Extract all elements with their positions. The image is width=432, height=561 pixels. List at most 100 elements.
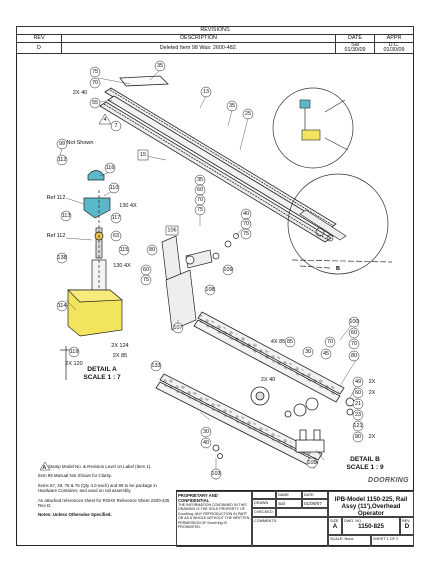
svg-text:40: 40 — [243, 211, 249, 217]
callout-13: 13 — [200, 86, 212, 98]
svg-text:112: 112 — [58, 157, 67, 163]
rev-value: D — [16, 42, 62, 54]
svg-text:114: 114 — [58, 303, 67, 309]
callout-121: 121 — [352, 420, 364, 432]
svg-text:80: 80 — [355, 434, 361, 440]
sheet-number: SHEET 1 OF 2 — [371, 535, 414, 547]
callout-60d: 60 — [352, 387, 364, 399]
detail-b-scale: SCALE 1 : 9 — [346, 464, 384, 471]
drawn-date: 01/09/07 — [302, 499, 328, 508]
callout-2x-124: 2X 124 — [111, 343, 128, 349]
callout-80: 80 — [146, 244, 158, 256]
svg-text:119: 119 — [70, 349, 79, 355]
svg-text:30: 30 — [305, 349, 311, 355]
drawn-name: Sal — [276, 499, 302, 508]
rev-date: 01/30/09 — [344, 47, 366, 53]
callout-70e: 70 — [324, 336, 336, 348]
callout-4: 4 — [98, 113, 112, 125]
callout-75b: 75 — [194, 204, 206, 216]
svg-text:70: 70 — [197, 197, 203, 203]
svg-text:113: 113 — [62, 213, 71, 219]
rev-label: REV — [402, 519, 410, 523]
note-5: Notes: Unless Otherwise Specified. — [38, 512, 112, 518]
callout-60: 60 — [194, 184, 206, 196]
svg-text:108: 108 — [205, 287, 214, 293]
callout-108: 108 — [204, 284, 216, 296]
proprietary-heading: PROPRIETARY AND CONFIDENTIAL — [178, 493, 218, 503]
svg-text:99: 99 — [59, 141, 65, 147]
callout-2x-85: 2X 85 — [113, 353, 127, 359]
callout-35b: 35 — [226, 100, 238, 112]
svg-text:45: 45 — [323, 351, 329, 357]
detail-a-scale: SCALE 1 : 7 — [83, 374, 121, 381]
note-4: As attached references sheet for ROHS Re… — [38, 497, 170, 509]
svg-text:7: 7 — [114, 123, 117, 129]
svg-text:60: 60 — [143, 267, 149, 273]
svg-text:B: B — [336, 266, 340, 272]
callout-2x-40: 2X 40 — [73, 90, 87, 96]
company-logo: DOORKING — [368, 477, 409, 484]
svg-text:75: 75 — [92, 69, 98, 75]
trolley-parts — [60, 170, 123, 380]
callout-2x-a: 2X — [369, 379, 376, 385]
drawing-title: IPB-Model 1150-225, Rail Assy (11'),Over… — [328, 491, 414, 517]
callout-85: 85 — [284, 336, 296, 348]
callout-130-4x-b: 130 4X — [113, 263, 131, 269]
detail-b-title: DETAIL B — [350, 456, 380, 463]
rev-date-top: Sal — [351, 42, 359, 48]
svg-text:35: 35 — [229, 103, 235, 109]
svg-text:4: 4 — [103, 117, 106, 123]
svg-text:25: 25 — [245, 111, 251, 117]
svg-text:63: 63 — [113, 233, 119, 239]
size-label: SIZE — [330, 519, 339, 523]
svg-text:40: 40 — [203, 440, 209, 446]
dwg-no: 1150-825 — [358, 523, 384, 530]
svg-text:13: 13 — [203, 89, 209, 95]
svg-text:117: 117 — [112, 215, 121, 221]
callout-2x-40b: 2X 40 — [261, 377, 275, 383]
svg-text:80: 80 — [149, 247, 155, 253]
callout-114: 114 — [56, 300, 68, 312]
svg-text:106: 106 — [167, 228, 176, 234]
svg-text:23: 23 — [355, 412, 361, 418]
callout-49: 49 — [352, 376, 364, 388]
callout-70: 70 — [89, 77, 101, 89]
callout-116: 116 — [104, 162, 116, 174]
callout-45: 45 — [320, 348, 332, 360]
callout-70c: 70 — [240, 218, 252, 230]
callout-75: 75 — [89, 66, 101, 78]
callout-25: 25 — [242, 108, 254, 120]
revisions-table: REVISIONS REV DESCRIPTION DATE APPR D De… — [16, 26, 414, 54]
lower-rail-assembly — [155, 311, 355, 469]
svg-text:109: 109 — [223, 267, 232, 273]
svg-text:55: 55 — [92, 100, 98, 106]
callout-133: 133 — [150, 360, 162, 372]
callout-105: 105 — [306, 457, 318, 469]
svg-text:133: 133 — [151, 363, 160, 369]
svg-text:A: A — [43, 465, 47, 471]
note-3: Items 57, 49, 76 & 75 (Qty 4.0 each) and… — [38, 482, 157, 494]
upper-rail-assembly — [99, 75, 340, 243]
callout-ref-112b: Ref 112 — [47, 233, 66, 239]
svg-text:138: 138 — [57, 255, 66, 261]
callout-117: 117 — [110, 212, 122, 224]
svg-text:85: 85 — [287, 339, 293, 345]
callout-60c: 60 — [348, 327, 360, 339]
note-2: Item 99 Manual Not Shown for Clarity. — [38, 473, 112, 479]
rev-appr-date: 01/30/09 — [383, 47, 405, 53]
date-label: DATE — [302, 491, 328, 499]
callout-4x-85: 4X 85 — [271, 339, 285, 345]
svg-text:70: 70 — [351, 341, 357, 347]
svg-text:75: 75 — [197, 207, 203, 213]
callout-55: 55 — [89, 97, 101, 109]
scale-label: SCALE: None — [328, 535, 371, 547]
svg-text:115: 115 — [120, 247, 129, 253]
rev-description: Deleted Item 98 Was: 2600-482. — [61, 42, 336, 54]
callout-80c: 80 — [352, 431, 364, 443]
callout-70d: 70 — [348, 338, 360, 350]
callout-30b: 30 — [200, 426, 212, 438]
detail-a-marker: A — [39, 461, 51, 471]
svg-text:60: 60 — [351, 330, 357, 336]
svg-text:49: 49 — [355, 379, 361, 385]
svg-text:116: 116 — [106, 165, 115, 171]
